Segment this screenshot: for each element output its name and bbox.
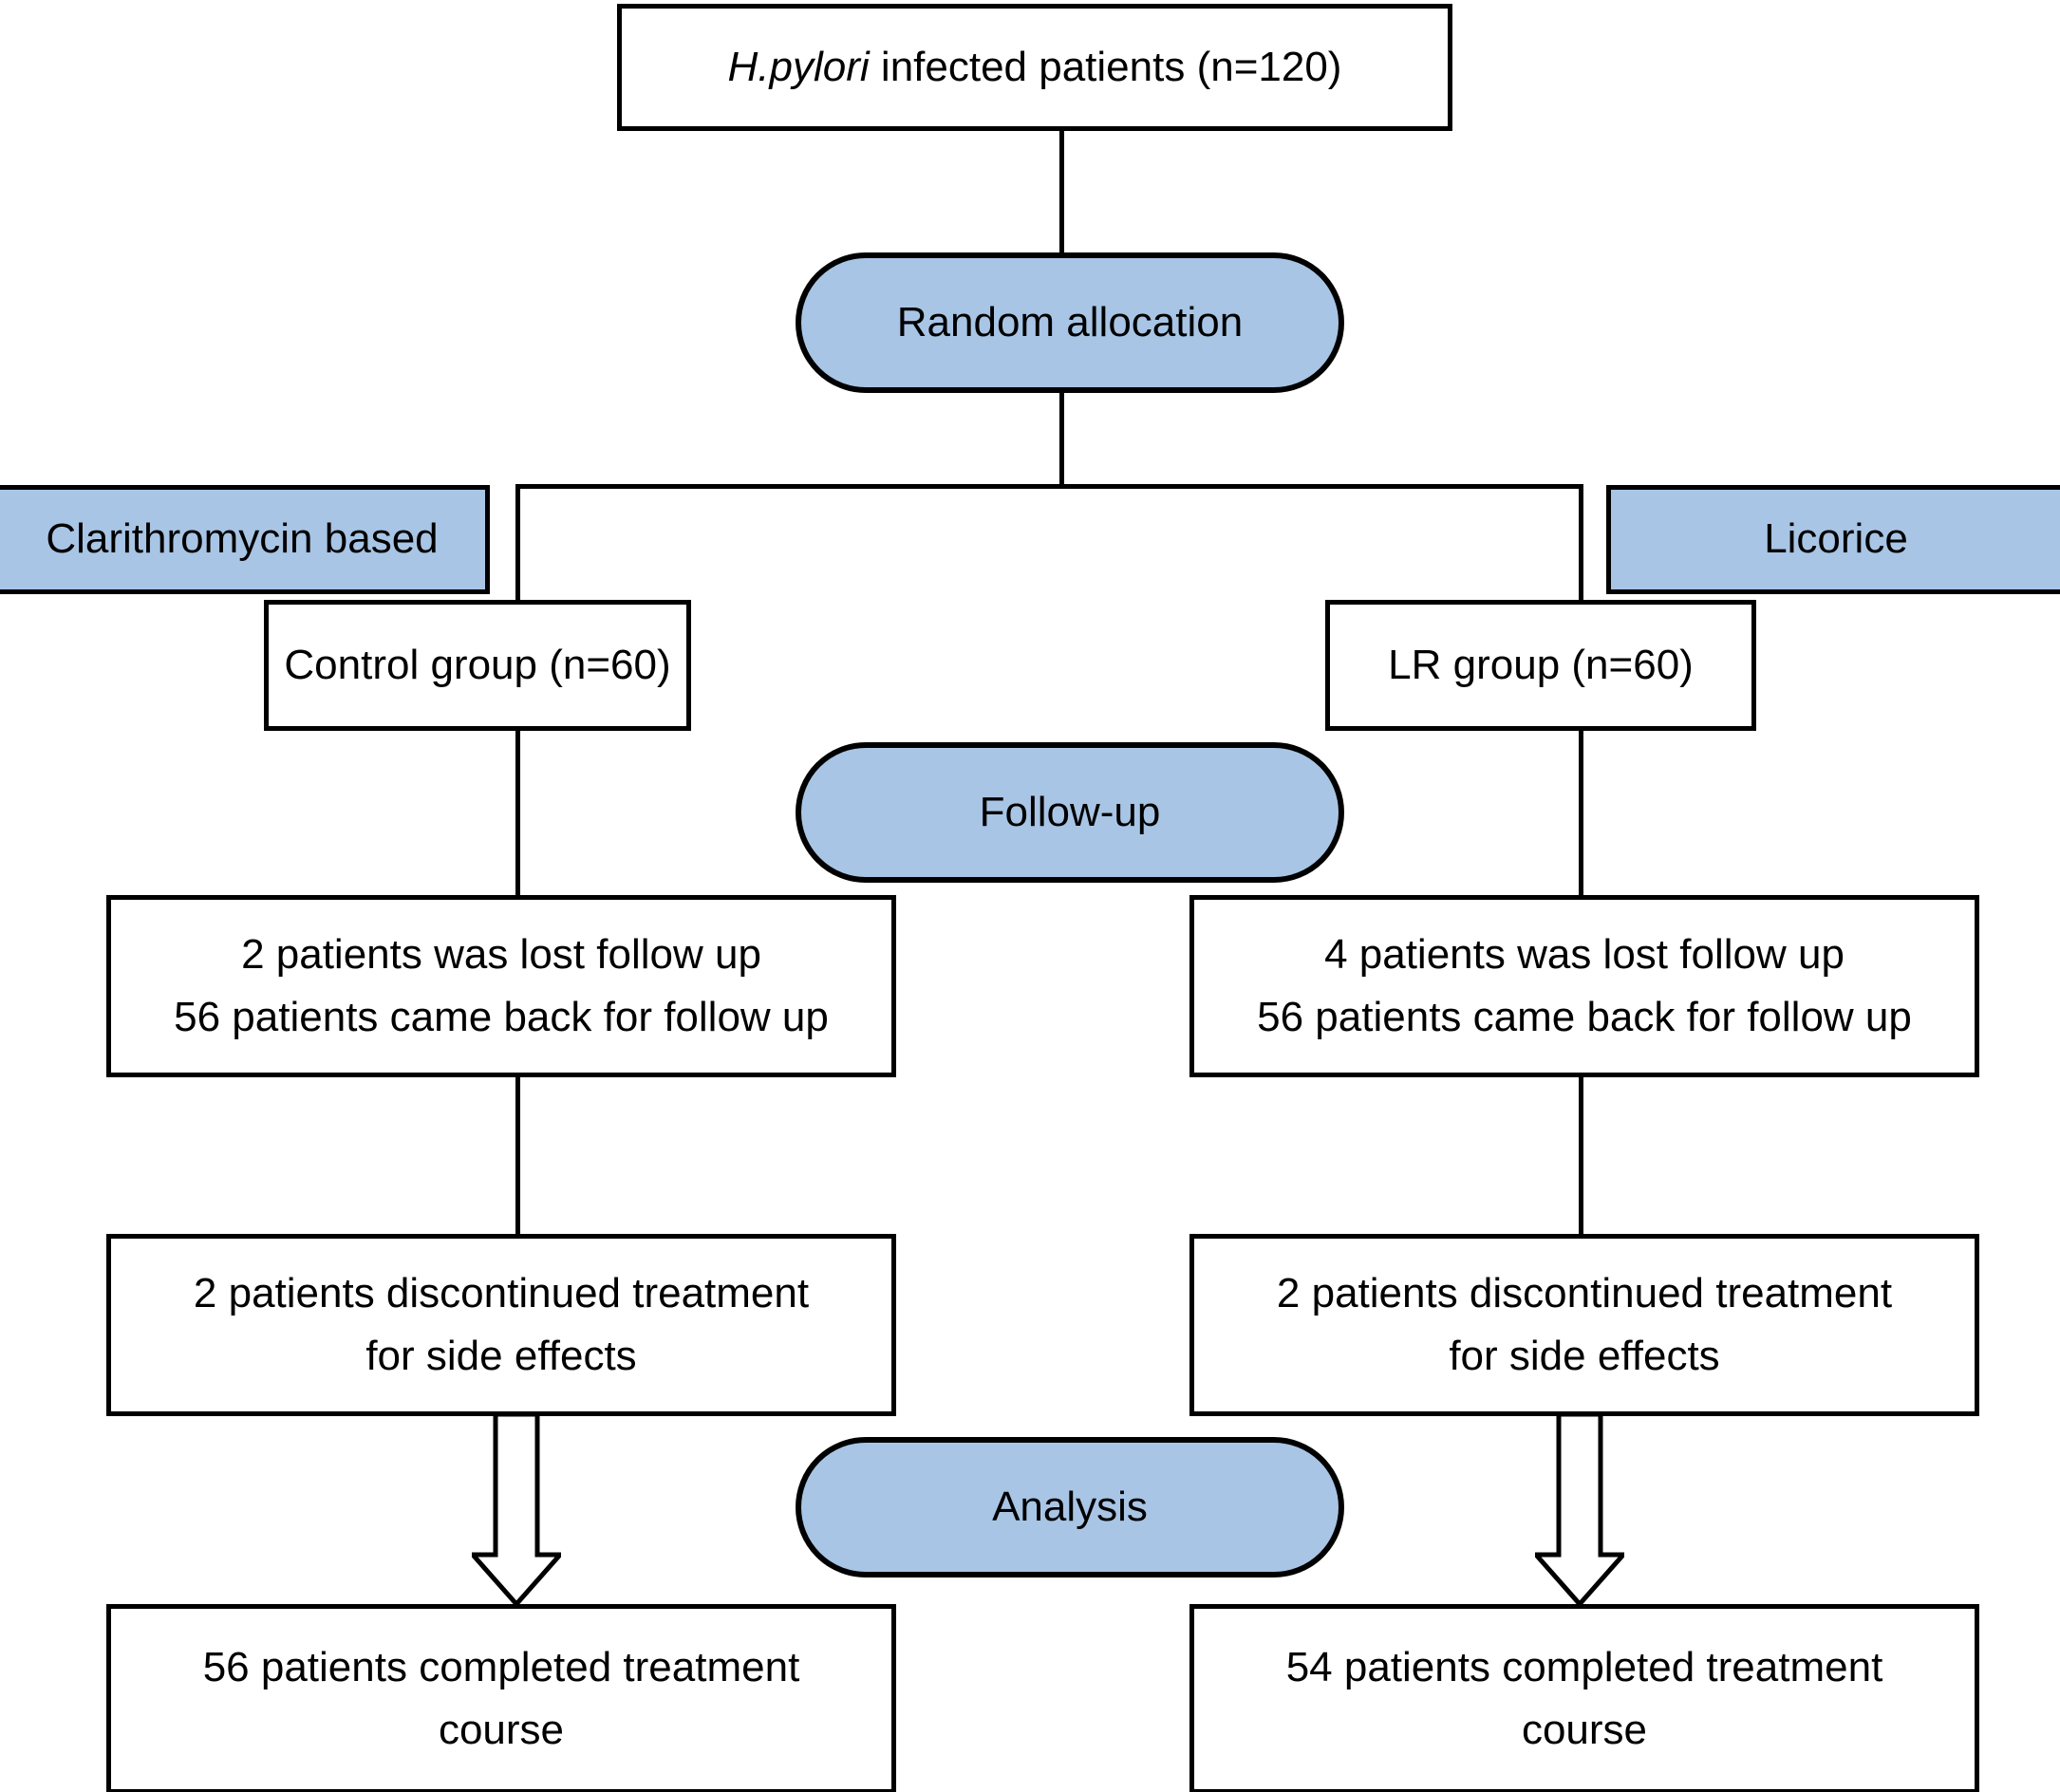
control-group-label: Control group (n=60) <box>284 641 671 688</box>
control-followup-line2: 56 patients came back for follow up <box>174 994 829 1040</box>
node-arm-tag-clarithromycin: Clarithromycin based <box>0 485 490 594</box>
connector-split-left-drop <box>515 484 520 604</box>
connector-lr-group-to-followup <box>1579 731 1583 898</box>
lr-discontinued-line2: for side effects <box>1449 1333 1720 1379</box>
node-control-group: Control group (n=60) <box>264 600 691 731</box>
follow-up-stage-label: Follow-up <box>979 788 1161 835</box>
node-enrollment: H.pylori infected patients (n=120) <box>617 4 1452 131</box>
arm-tag-right-label: Licorice <box>1764 515 1908 563</box>
arm-tag-left-label: Clarithromycin based <box>46 515 439 563</box>
node-control-completed: 56 patients completed treatment course <box>106 1604 896 1792</box>
node-control-discontinued: 2 patients discontinued treatment for si… <box>106 1234 896 1416</box>
control-followup-line1: 2 patients was lost follow up <box>241 930 761 978</box>
block-arrow-lr-to-completed <box>1535 1414 1624 1606</box>
node-analysis-stage: Analysis <box>796 1437 1344 1577</box>
connector-enrollment-to-allocation <box>1059 131 1064 254</box>
connector-control-group-to-followup <box>515 731 520 898</box>
control-completed-line2: course <box>438 1707 565 1753</box>
enrollment-label: H.pylori infected patients (n=120) <box>728 41 1342 94</box>
enrollment-label-italic: H.pylori <box>727 43 870 90</box>
random-allocation-label: Random allocation <box>896 298 1244 345</box>
block-arrow-control-to-completed <box>472 1414 561 1606</box>
node-control-followup: 2 patients was lost follow up 56 patient… <box>106 895 896 1077</box>
lr-group-label: LR group (n=60) <box>1388 641 1694 688</box>
lr-followup-line1: 4 patients was lost follow up <box>1324 930 1845 978</box>
node-lr-followup: 4 patients was lost follow up 56 patient… <box>1189 895 1979 1077</box>
node-random-allocation: Random allocation <box>796 252 1344 393</box>
connector-split-horizontal <box>515 484 1583 489</box>
connector-split-right-drop <box>1579 484 1583 604</box>
lr-followup-line2: 56 patients came back for follow up <box>1257 994 1912 1040</box>
lr-completed-line1: 54 patients completed treatment <box>1285 1643 1883 1690</box>
connector-control-followup-to-discontinued <box>515 1077 520 1234</box>
node-arm-tag-licorice: Licorice <box>1606 485 2060 594</box>
node-lr-discontinued: 2 patients discontinued treatment for si… <box>1189 1234 1979 1416</box>
connector-allocation-to-split <box>1059 393 1064 488</box>
analysis-stage-label: Analysis <box>992 1483 1148 1530</box>
control-discontinued-line2: for side effects <box>365 1333 637 1379</box>
connector-lr-followup-to-discontinued <box>1579 1077 1583 1234</box>
lr-completed-line2: course <box>1521 1707 1648 1753</box>
lr-discontinued-line1: 2 patients discontinued treatment <box>1276 1269 1893 1316</box>
node-follow-up-stage: Follow-up <box>796 742 1344 883</box>
node-lr-completed: 54 patients completed treatment course <box>1189 1604 1979 1792</box>
control-discontinued-line1: 2 patients discontinued treatment <box>193 1269 810 1316</box>
node-lr-group: LR group (n=60) <box>1325 600 1756 731</box>
enrollment-label-rest: infected patients (n=120) <box>869 43 1342 90</box>
control-completed-line1: 56 patients completed treatment <box>202 1643 800 1690</box>
